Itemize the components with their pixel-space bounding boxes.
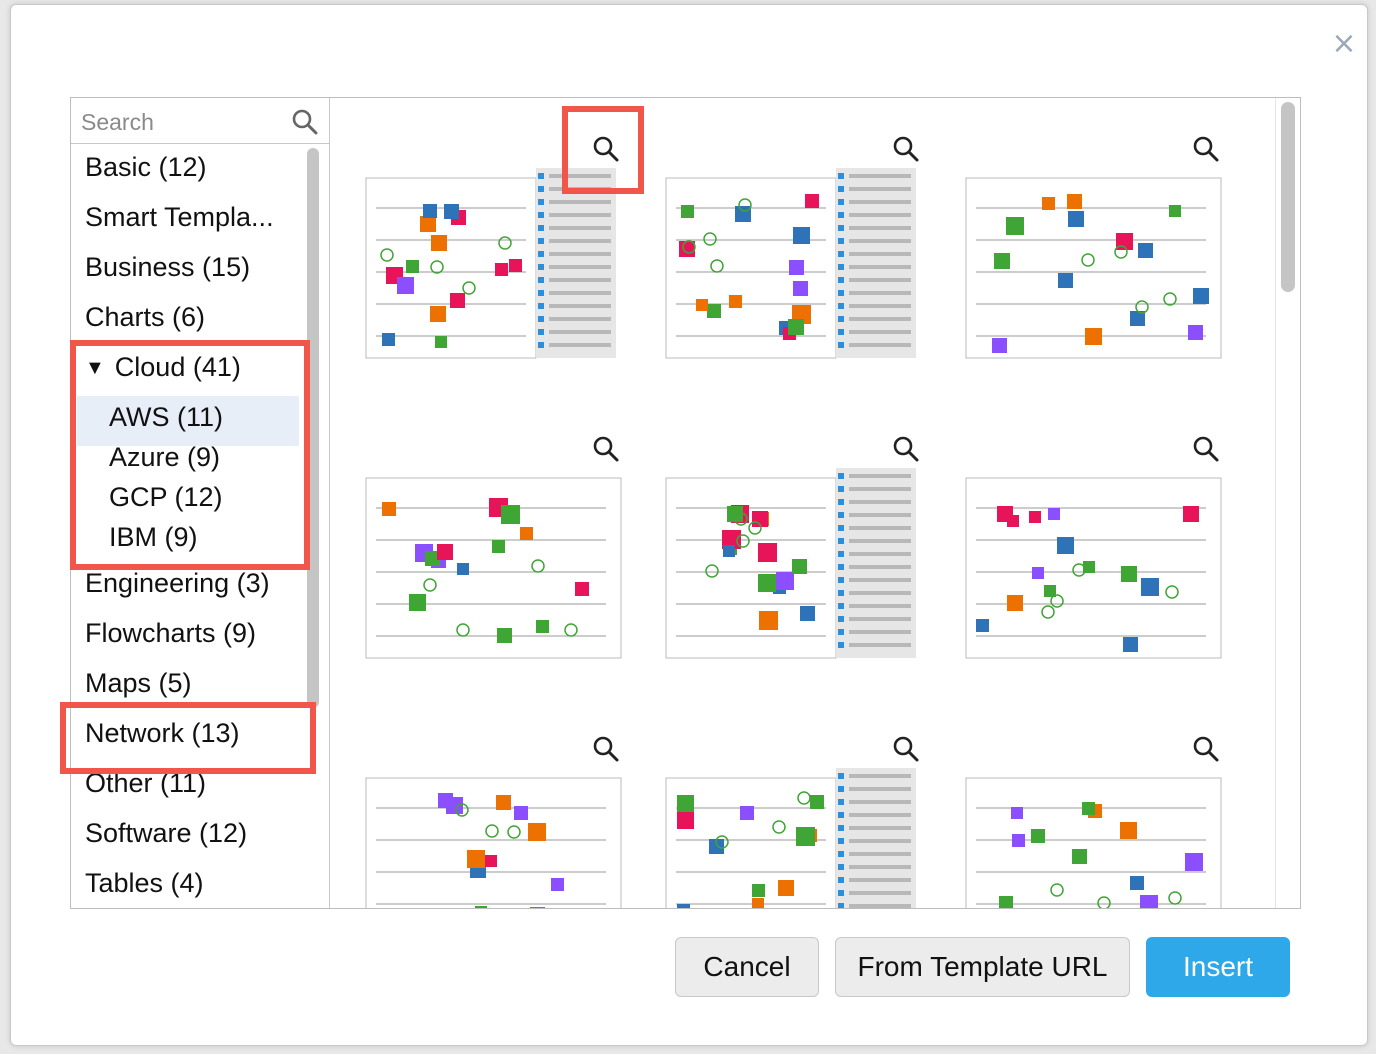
cancel-button[interactable]: Cancel xyxy=(675,937,819,997)
diagram-preview xyxy=(665,168,916,359)
category-business[interactable]: Business (15) xyxy=(85,252,251,282)
from-template-url-button[interactable]: From Template URL xyxy=(835,937,1130,997)
magnifier-icon[interactable] xyxy=(1191,734,1221,764)
search-icon[interactable] xyxy=(291,108,319,136)
selected-category-highlight xyxy=(77,396,299,446)
diagram-preview xyxy=(365,168,616,359)
category-azure[interactable]: Azure (9) xyxy=(109,442,221,472)
magnifier-icon[interactable] xyxy=(891,134,921,164)
template-thumbnail[interactable] xyxy=(961,428,1241,708)
category-other[interactable]: Other (11) xyxy=(85,768,207,798)
magnifier-icon[interactable] xyxy=(591,734,621,764)
category-software[interactable]: Software (12) xyxy=(85,818,248,848)
category-flowcharts[interactable]: Flowcharts (9) xyxy=(85,618,257,648)
category-engineering[interactable]: Engineering (3) xyxy=(85,568,270,598)
insert-button[interactable]: Insert xyxy=(1146,937,1290,997)
category-cloud[interactable]: ▼ Cloud (41) xyxy=(85,352,241,383)
category-basic[interactable]: Basic (12) xyxy=(85,152,207,182)
category-tables[interactable]: Tables (4) xyxy=(85,868,204,898)
magnifier-icon[interactable] xyxy=(891,734,921,764)
template-thumbnail[interactable] xyxy=(961,728,1241,908)
magnifier-icon[interactable] xyxy=(1191,434,1221,464)
template-thumbnail[interactable] xyxy=(661,428,941,708)
diagram-preview xyxy=(665,768,916,908)
category-aws[interactable]: AWS (11) xyxy=(109,402,224,432)
template-grid xyxy=(331,98,1271,908)
template-thumbnail[interactable] xyxy=(661,128,941,408)
template-thumbnail[interactable] xyxy=(361,728,641,908)
template-thumbnail[interactable] xyxy=(361,128,641,408)
template-thumbnail[interactable] xyxy=(361,428,641,708)
category-charts[interactable]: Charts (6) xyxy=(85,302,206,332)
diagram-preview xyxy=(965,777,1222,908)
category-list: Basic (12) Smart Templa... Business (15)… xyxy=(71,144,299,908)
diagram-preview xyxy=(965,177,1222,359)
category-gcp[interactable]: GCP (12) xyxy=(109,482,223,512)
template-thumbnail[interactable] xyxy=(961,128,1241,408)
template-panel: Basic (12) Smart Templa... Business (15)… xyxy=(70,97,1301,909)
template-thumbnail[interactable] xyxy=(661,728,941,908)
diagram-preview xyxy=(665,468,916,659)
magnifier-icon[interactable] xyxy=(591,134,621,164)
category-smart-templates[interactable]: Smart Templa... xyxy=(85,202,274,232)
sidebar-scrollbar[interactable] xyxy=(307,148,319,708)
diagram-preview xyxy=(365,777,622,908)
close-icon[interactable]: × xyxy=(1331,26,1357,61)
caret-down-icon[interactable]: ▼ xyxy=(85,357,105,379)
diagram-preview xyxy=(965,477,1222,659)
diagram-preview xyxy=(365,477,622,659)
category-maps[interactable]: Maps (5) xyxy=(85,668,192,698)
category-sidebar: Basic (12) Smart Templa... Business (15)… xyxy=(71,98,330,908)
search-box xyxy=(71,98,329,144)
category-cloud-label: Cloud (41) xyxy=(114,352,241,382)
grid-scrollbar[interactable] xyxy=(1275,98,1302,908)
grid-scrollbar-thumb[interactable] xyxy=(1281,102,1295,292)
magnifier-icon[interactable] xyxy=(591,434,621,464)
category-network[interactable]: Network (13) xyxy=(85,718,240,748)
magnifier-icon[interactable] xyxy=(1191,134,1221,164)
magnifier-icon[interactable] xyxy=(891,434,921,464)
category-ibm[interactable]: IBM (9) xyxy=(109,522,198,552)
search-input[interactable] xyxy=(79,106,283,138)
